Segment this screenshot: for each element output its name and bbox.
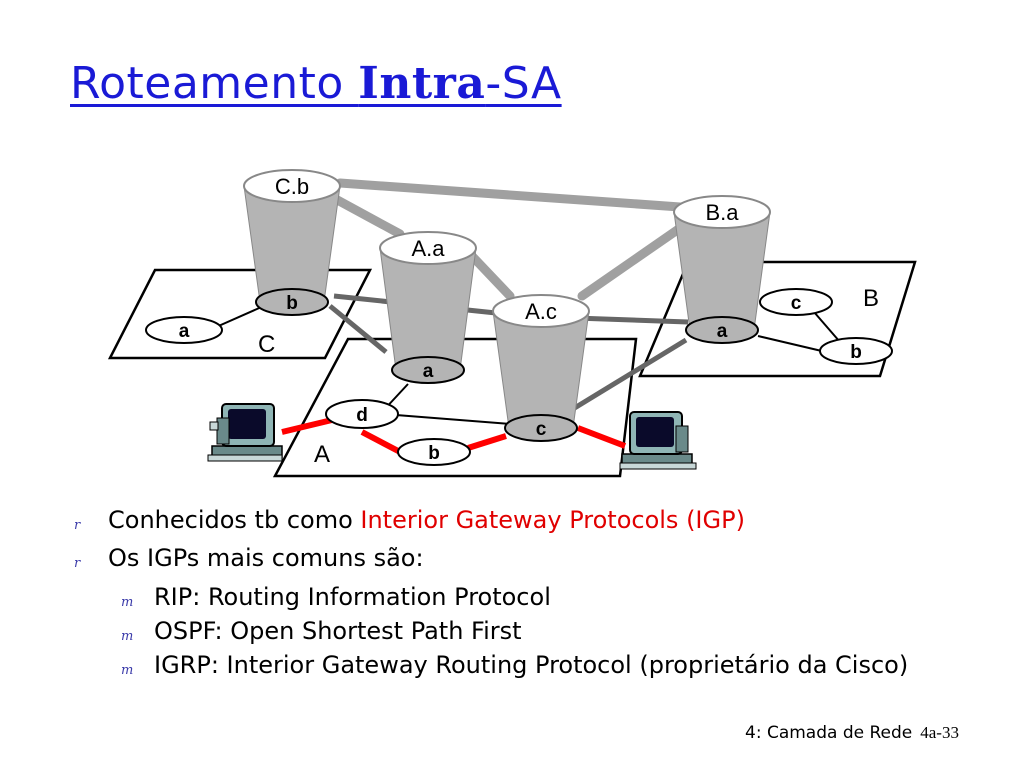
router-interface-label: c [536, 419, 547, 440]
router-top [243, 169, 341, 203]
host-b-c: c [759, 288, 833, 316]
router-label: A.c [525, 299, 557, 324]
host-c-a: a [145, 316, 223, 344]
bullet-text: Os IGPs mais comuns são: [108, 544, 424, 572]
slide-title: Roteamento Intra-SA [70, 58, 562, 109]
router-label: B.a [705, 200, 739, 225]
host-b-b-label: b [850, 342, 862, 363]
host-a-b: b [397, 438, 471, 466]
computer-icon [207, 403, 283, 462]
title-suffix: -SA [485, 58, 562, 109]
routers: b C.b a A.a c A.c a B.a [243, 169, 771, 442]
host-a-d-label: d [356, 405, 368, 426]
slide-footer: 4: Camada de Rede 4a-33 [745, 723, 959, 743]
sub-bullet-item: RIP: Routing Information Protocol [154, 583, 551, 611]
host-b-b: b [819, 337, 893, 365]
bullet-marker: r [74, 518, 81, 533]
title-emphasis: Intra [358, 58, 486, 109]
router-interface [391, 356, 465, 384]
inter-as-links [325, 178, 688, 301]
footer-chapter: 4: Camada de Rede [745, 723, 913, 743]
intra-links [328, 293, 689, 415]
host-links [281, 417, 627, 456]
network-diagram: b C.b a A.a c A.c a B.a a c b d b C B A [107, 169, 917, 478]
router-top [492, 294, 590, 328]
as-a-label: A [314, 441, 330, 468]
router-body [379, 247, 477, 371]
bullet-item: Conhecidos tb como Interior Gateway Prot… [108, 506, 745, 534]
router-body [673, 211, 771, 331]
thin-links [213, 304, 841, 425]
router-label: C.b [275, 174, 309, 199]
sub-bullet-item: IGRP: Interior Gateway Routing Protocol … [154, 651, 908, 679]
router-interface [504, 414, 578, 442]
router-label: A.a [411, 236, 445, 261]
router-body [492, 310, 590, 429]
bullet-text: OSPF: Open Shortest Path First [154, 617, 522, 645]
page-number: 4a-33 [920, 723, 959, 742]
router-interface [255, 288, 329, 316]
sub-bullet-item: OSPF: Open Shortest Path First [154, 617, 522, 645]
bullet-text: Conhecidos tb como [108, 506, 361, 534]
router-interface-label: b [286, 293, 298, 314]
computer-icon [619, 411, 697, 470]
bullet-highlight: Interior Gateway Protocols (IGP) [360, 506, 745, 534]
bullet-text: IGRP: Interior Gateway Routing Protocol … [154, 651, 909, 679]
bullet-marker: m [121, 663, 134, 678]
router-Ba: a B.a [673, 195, 771, 344]
host-a-b-label: b [428, 443, 440, 464]
bullet-item: Os IGPs mais comuns são: [108, 544, 424, 572]
router-Aa: a A.a [379, 231, 477, 384]
host-a-d: d [325, 399, 399, 429]
bullet-marker: m [121, 629, 134, 644]
router-interface-label: a [423, 361, 434, 382]
router-interface [685, 316, 759, 344]
router-interface-label: a [717, 321, 728, 342]
bullet-marker: r [74, 556, 81, 571]
as-c-boundary [107, 268, 373, 360]
bullet-marker: m [121, 595, 134, 610]
router-top [673, 195, 771, 229]
bullet-text: RIP: Routing Information Protocol [154, 583, 551, 611]
router-top [379, 231, 477, 265]
as-c-label: C [258, 331, 275, 358]
host-b-c-label: c [791, 293, 802, 314]
router-Ac: c A.c [492, 294, 590, 442]
router-body [243, 185, 341, 303]
as-b-label: B [863, 285, 879, 312]
title-prefix: Roteamento [70, 58, 359, 109]
host-c-a-label: a [179, 321, 190, 342]
router-Cb: b C.b [243, 169, 341, 316]
